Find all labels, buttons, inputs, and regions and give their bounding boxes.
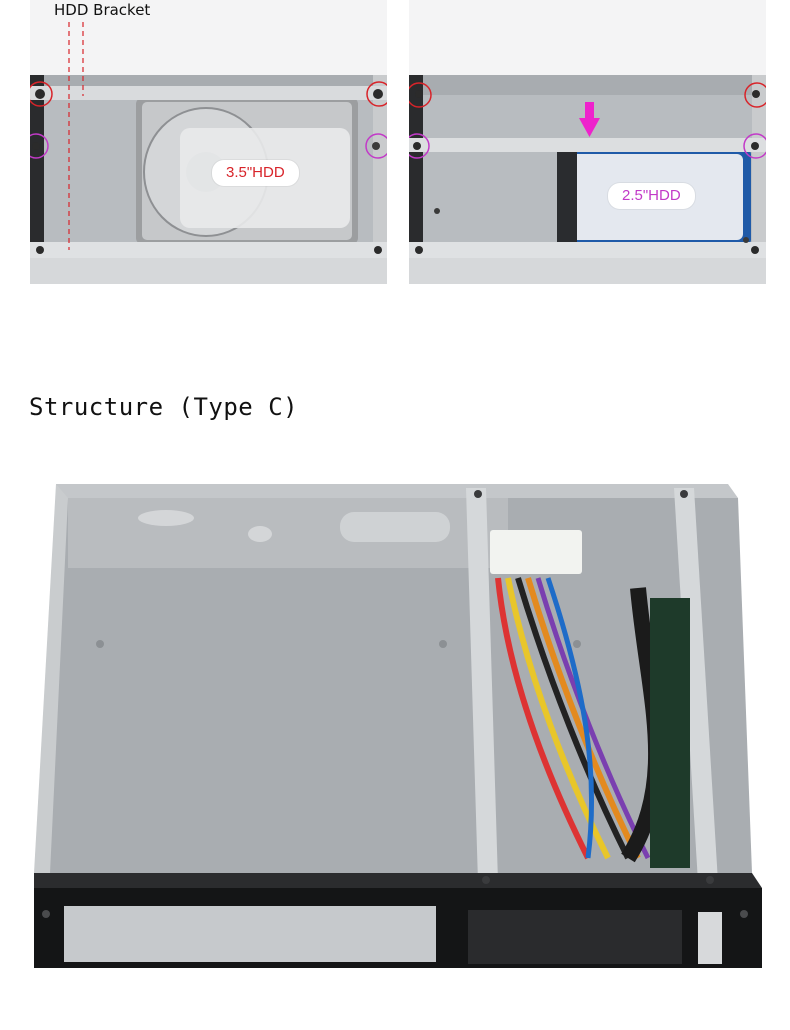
hdd-25-photo xyxy=(409,0,766,284)
section-heading: Structure (Type C) xyxy=(29,393,299,421)
case-illustration xyxy=(34,484,762,968)
case-structure-photo xyxy=(28,478,768,974)
hdd-35-label: 3.5"HDD xyxy=(212,160,299,186)
hdd-25-label: 2.5"HDD xyxy=(608,183,695,209)
hdd-25-illustration xyxy=(409,0,766,284)
hdd-35-illustration xyxy=(30,0,387,284)
hdd-35-photo xyxy=(30,0,387,284)
hdd-bracket-label: HDD Bracket xyxy=(54,1,151,19)
